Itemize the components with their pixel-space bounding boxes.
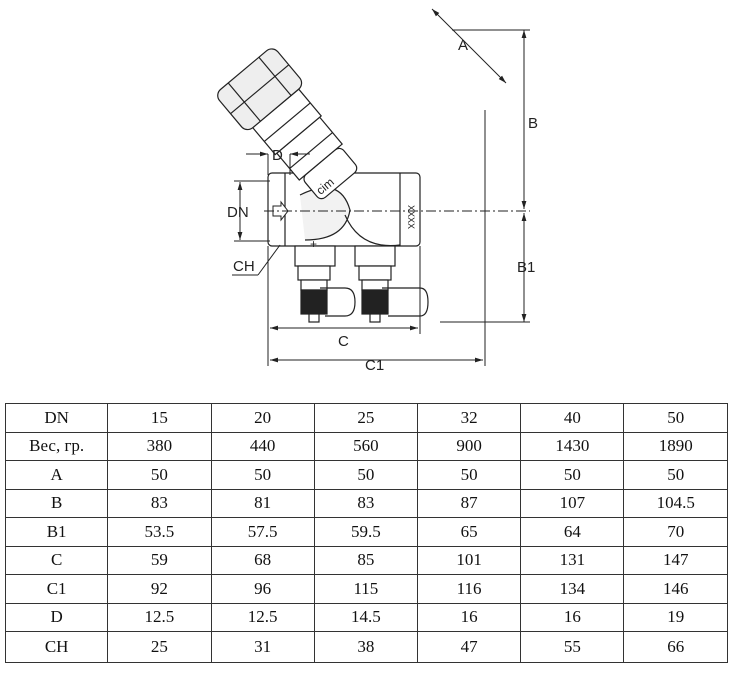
plus-mark: +	[310, 237, 317, 251]
table-cell: 50	[416, 460, 522, 490]
table-cell: 32	[416, 403, 522, 433]
table-cell: 31	[210, 631, 315, 663]
dim-label-c1: C1	[365, 357, 384, 374]
dim-label-b1: B1	[517, 259, 535, 276]
table-cell: 85	[313, 545, 419, 575]
table-cell: 16	[416, 602, 522, 632]
row-label: B	[4, 488, 109, 518]
row-label: Вес, гр.	[4, 431, 109, 461]
table-cell: 81	[210, 488, 315, 518]
table-cell: 380	[107, 431, 212, 461]
table-cell: 900	[416, 431, 522, 461]
table-cell: 65	[416, 517, 522, 547]
table-cell: 19	[623, 602, 728, 632]
table-cell: 83	[107, 488, 212, 518]
flow-arrow-icon	[272, 200, 289, 222]
table-cell: 131	[520, 545, 625, 575]
table-cell: 12.5	[210, 602, 315, 632]
table-cell: 47	[416, 631, 522, 663]
table-cell: 134	[520, 574, 625, 604]
dim-label-c: C	[338, 333, 349, 350]
table-cell: 116	[416, 574, 522, 604]
table-cell: 70	[623, 517, 728, 547]
dim-label-b: B	[528, 115, 538, 132]
table-cell: 96	[210, 574, 315, 604]
table-cell: 101	[416, 545, 522, 575]
row-label: CH	[4, 631, 109, 663]
table-cell: 92	[107, 574, 212, 604]
table-cell: 59	[107, 545, 212, 575]
table-cell: 20	[210, 403, 315, 433]
table-cell: 16	[520, 602, 625, 632]
table-cell: 68	[210, 545, 315, 575]
table-cell: 50	[520, 460, 625, 490]
table-cell: 25	[313, 403, 419, 433]
table-cell: 15	[107, 403, 212, 433]
table-cell: 55	[520, 631, 625, 663]
table-cell: 38	[313, 631, 419, 663]
table-cell: 87	[416, 488, 522, 518]
table-cell: 440	[210, 431, 315, 461]
code-mark: XXXX	[406, 205, 416, 229]
table-cell: 50	[210, 460, 315, 490]
dim-label-dn: DN	[227, 204, 249, 221]
dim-label-a: A	[458, 37, 468, 54]
row-label: C	[4, 545, 109, 575]
dim-label-ch: CH	[233, 258, 255, 275]
table-cell: 59.5	[313, 517, 419, 547]
dim-label-d: D	[272, 147, 283, 164]
table-cell: 83	[313, 488, 419, 518]
table-cell: 50	[107, 460, 212, 490]
table-cell: 1430	[520, 431, 625, 461]
table-cell: 50	[313, 460, 419, 490]
table-cell: 50	[623, 460, 728, 490]
row-label: D	[4, 602, 109, 632]
valve-dimension-drawing: cim + XXXX A B B1 C C1 D DN CH	[217, 8, 538, 374]
table-cell: 14.5	[313, 602, 419, 632]
table-cell: 560	[313, 431, 419, 461]
row-label: C1	[4, 574, 109, 604]
row-label: B1	[4, 517, 109, 547]
table-cell: 115	[313, 574, 419, 604]
table-cell: 146	[623, 574, 728, 604]
table-cell: 66	[623, 631, 728, 663]
dimension-lines	[232, 8, 530, 366]
row-label: DN	[4, 403, 109, 433]
table-cell: 1890	[623, 431, 728, 461]
table-cell: 64	[520, 517, 625, 547]
table-cell: 50	[623, 403, 728, 433]
table-cell: 25	[107, 631, 212, 663]
table-cell: 53.5	[107, 517, 212, 547]
valve-body	[217, 48, 429, 323]
table-cell: 57.5	[210, 517, 315, 547]
table-cell: 107	[520, 488, 625, 518]
table-cell: 104.5	[623, 488, 728, 518]
table-cell: 147	[623, 545, 728, 575]
table-cell: 12.5	[107, 602, 212, 632]
row-label: A	[4, 460, 109, 490]
table-cell: 40	[520, 403, 625, 433]
